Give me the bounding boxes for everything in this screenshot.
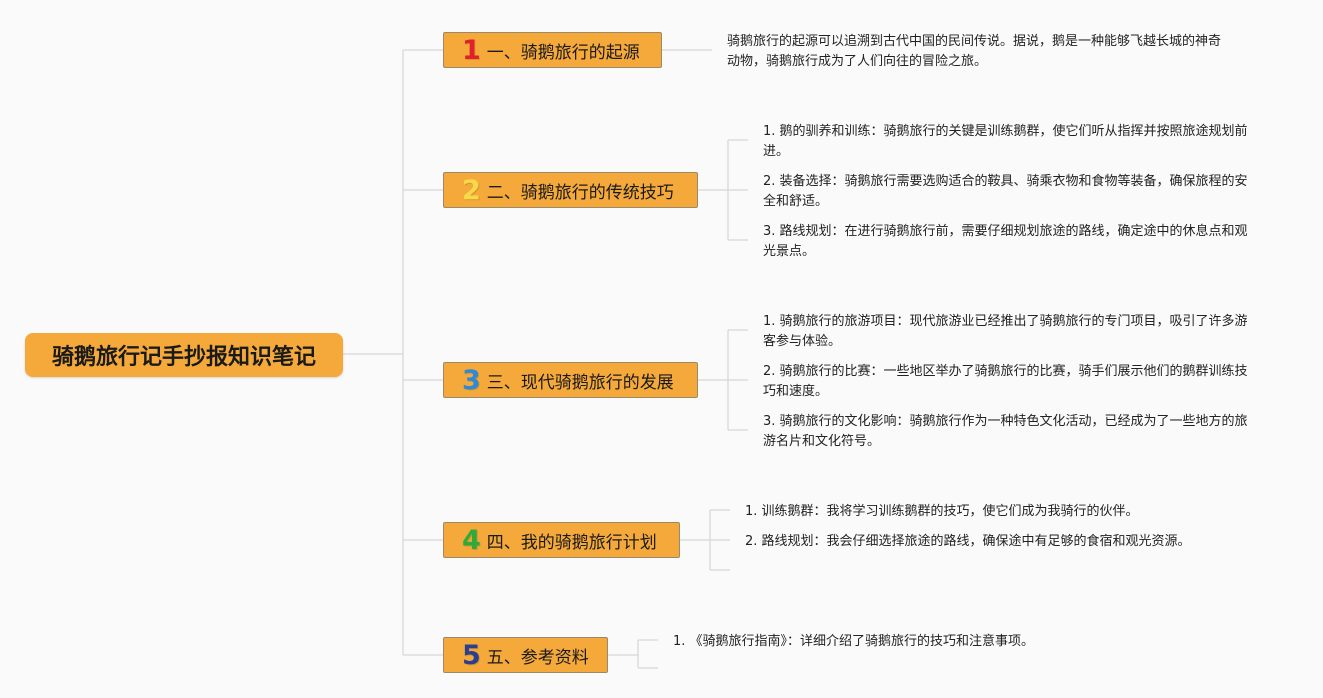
section-5-item-1: 1. 《骑鹅旅行指南》：详细介绍了骑鹅旅行的技巧和注意事项。 [673,634,1035,649]
section-3-item-3: 3. 骑鹅旅行的文化影响：骑鹅旅行作为一种特色文化活动，已经成为了一些地方的旅游… [763,414,1248,449]
number-1-icon: 1 [462,34,481,66]
section-3-item-2: 2. 骑鹅旅行的比赛：一些地区举办了骑鹅旅行的比赛，骑手们展示他们的鹅群训练技巧… [763,364,1248,399]
section-node-4: 4 四、我的骑鹅旅行计划 [443,522,680,558]
section-node-2: 2 二、骑鹅旅行的传统技巧 [443,172,698,208]
number-3-icon: 3 [462,364,481,396]
section-1-item-1: 骑鹅旅行的起源可以追溯到古代中国的民间传说。据说，鹅是一种能够飞越长城的神奇动物… [727,34,1222,69]
section-4-bracket [680,509,730,571]
section-2-item-2: 2. 装备选择：骑鹅旅行需要选购适合的鞍具、骑乘衣物和食物等装备，确保旅程的安全… [763,174,1248,209]
number-5-icon: 5 [462,639,481,671]
number-4-icon: 4 [462,524,481,556]
section-node-5: 5 五、参考资料 [443,637,608,673]
section-node-1: 1 一、骑鹅旅行的起源 [443,32,662,68]
number-2-icon: 2 [462,174,481,206]
section-5-bracket [608,639,658,669]
section-4-item-1: 1. 训练鹅群：我将学习训练鹅群的技巧，使它们成为我骑行的伙伴。 [745,504,1139,519]
section-2-item-3: 3. 路线规划：在进行骑鹅旅行前，需要仔细规划旅途的路线，确定途中的休息点和观光… [763,224,1248,259]
section-4-title: 四、我的骑鹅旅行计划 [486,532,657,553]
section-node-3: 3 三、现代骑鹅旅行的发展 [443,362,698,398]
section-3-title: 三、现代骑鹅旅行的发展 [486,372,674,393]
section-3-item-1: 1. 骑鹅旅行的旅游项目：现代旅游业已经推出了骑鹅旅行的专门项目，吸引了许多游客… [763,314,1248,349]
section-5-title: 五、参考资料 [486,647,589,668]
section-4-item-2: 2. 路线规划：我会仔细选择旅途的路线，确保途中有足够的食宿和观光资源。 [745,534,1191,549]
section-2-item-1: 1. 鹅的驯养和训练：骑鹅旅行的关键是训练鹅群，使它们听从指挥并按照旅途规划前进… [763,124,1248,159]
section-3-bracket [698,329,748,431]
section-2-bracket [698,139,748,241]
root-node-title: 骑鹅旅行记手抄报知识笔记 [25,333,343,377]
section-1-title: 一、骑鹅旅行的起源 [486,42,640,63]
section-2-title: 二、骑鹅旅行的传统技巧 [486,182,674,203]
